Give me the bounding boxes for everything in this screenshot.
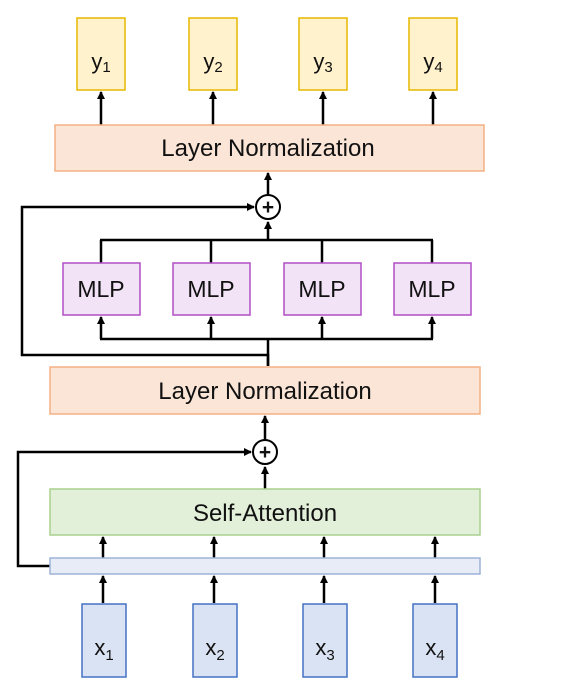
bottom-add-symbol: + bbox=[259, 441, 271, 464]
output-y2: y2 bbox=[188, 17, 238, 91]
mlp-input-lines bbox=[97, 316, 436, 366]
input-x1: x1 bbox=[81, 603, 127, 678]
svg-text:y2: y2 bbox=[203, 49, 222, 76]
input-x1-sub: 1 bbox=[105, 647, 113, 664]
output-y3: y3 bbox=[298, 17, 348, 91]
output-y2-base: y bbox=[203, 49, 214, 74]
embedding-bar bbox=[49, 557, 481, 575]
bottom-add-node: + bbox=[252, 439, 278, 465]
mlp-box-1: MLP bbox=[62, 262, 141, 316]
svg-text:y4: y4 bbox=[423, 49, 442, 76]
mlp-label-2: MLP bbox=[187, 276, 234, 302]
svg-text:x3: x3 bbox=[315, 635, 334, 664]
input-x2-sub: 2 bbox=[216, 647, 224, 664]
svg-text:x2: x2 bbox=[205, 635, 224, 664]
top-add-symbol: + bbox=[262, 196, 274, 219]
svg-text:x4: x4 bbox=[425, 635, 444, 664]
mlp-box-3: MLP bbox=[283, 262, 362, 316]
output-y1: y1 bbox=[76, 17, 126, 91]
output-arrows bbox=[97, 91, 437, 125]
input-x3-sub: 3 bbox=[326, 647, 334, 664]
top-layer-normalization-label: Layer Normalization bbox=[161, 135, 374, 162]
mid-layer-normalization: Layer Normalization bbox=[49, 366, 481, 415]
svg-text:y1: y1 bbox=[91, 49, 110, 76]
svg-text:y3: y3 bbox=[313, 49, 332, 76]
svg-text:x1: x1 bbox=[94, 635, 113, 664]
output-y3-base: y bbox=[313, 49, 324, 74]
mlp-box-4: MLP bbox=[393, 262, 472, 316]
mlp-merge-lines bbox=[99, 221, 434, 263]
output-y3-sub: 3 bbox=[324, 59, 332, 76]
input-arrows bbox=[99, 575, 439, 603]
mid-layer-normalization-label: Layer Normalization bbox=[158, 378, 371, 405]
input-x4-base: x bbox=[425, 635, 436, 660]
input-x3: x3 bbox=[302, 603, 348, 678]
self-attention-block: Self-Attention bbox=[49, 488, 481, 536]
output-y4: y4 bbox=[408, 17, 458, 91]
input-x4-sub: 4 bbox=[436, 647, 444, 664]
input-x3-base: x bbox=[315, 635, 326, 660]
self-attention-label: Self-Attention bbox=[193, 500, 337, 527]
input-x4: x4 bbox=[412, 603, 458, 678]
attention-input-arrows bbox=[99, 536, 439, 558]
top-add-node: + bbox=[255, 194, 281, 220]
mlp-label-4: MLP bbox=[408, 276, 455, 302]
output-y1-base: y bbox=[91, 49, 102, 74]
output-y1-sub: 1 bbox=[102, 59, 110, 76]
input-x2-base: x bbox=[205, 635, 216, 660]
mlp-label-1: MLP bbox=[77, 276, 124, 302]
mlp-box-2: MLP bbox=[172, 262, 251, 316]
output-y4-base: y bbox=[423, 49, 434, 74]
output-y2-sub: 2 bbox=[214, 59, 222, 76]
attention-residual-connection bbox=[16, 448, 252, 568]
top-layer-normalization: Layer Normalization bbox=[54, 124, 485, 172]
input-x2: x2 bbox=[192, 603, 238, 678]
output-y4-sub: 4 bbox=[434, 59, 442, 76]
input-x1-base: x bbox=[94, 635, 105, 660]
mlp-label-3: MLP bbox=[298, 276, 345, 302]
